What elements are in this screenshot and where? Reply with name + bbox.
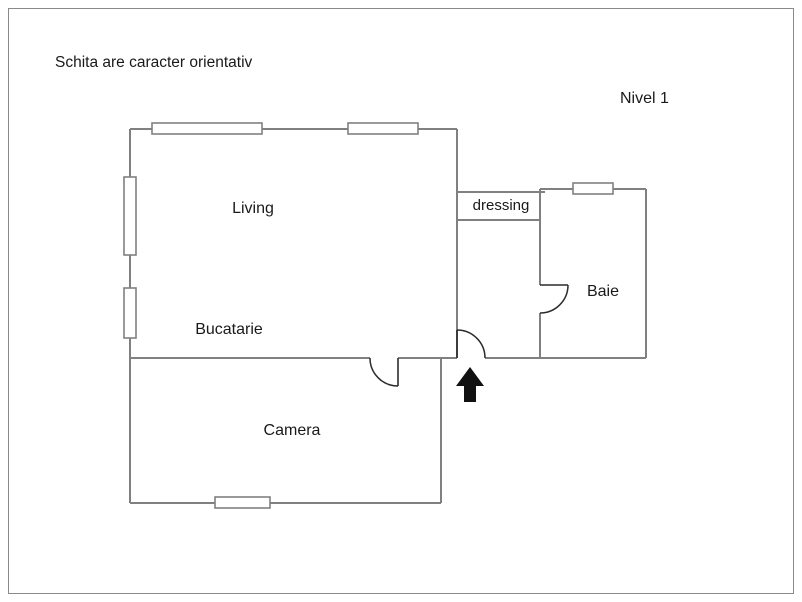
level-label: Nivel 1 <box>620 90 669 107</box>
room-label-dressing: dressing <box>473 197 530 214</box>
room-label-camera: Camera <box>264 422 321 439</box>
windows-group <box>123 122 614 509</box>
window-living-top-left <box>151 122 263 135</box>
room-labels-group: Living Bucatarie Camera dressing Baie <box>195 197 619 439</box>
window-camera-bottom <box>214 496 271 509</box>
door-entrance <box>456 329 486 359</box>
door-entrance-arc <box>456 329 486 359</box>
door-baie <box>539 284 569 314</box>
door-baie-arc <box>539 284 569 314</box>
door-camera <box>369 357 399 387</box>
window-living-left-lower <box>123 287 137 339</box>
entry-arrow-shape <box>456 367 484 402</box>
page-title: Schita are caracter orientativ <box>55 54 253 71</box>
entry-direction-arrow <box>456 367 484 402</box>
room-label-bucatarie: Bucatarie <box>195 321 263 338</box>
window-living-top-right <box>347 122 419 135</box>
door-camera-arc <box>369 357 399 387</box>
window-baie-top <box>572 182 614 195</box>
room-label-baie: Baie <box>587 283 619 300</box>
wall-outline-group <box>129 128 647 504</box>
window-living-left-upper <box>123 176 137 256</box>
room-label-living: Living <box>232 200 274 217</box>
